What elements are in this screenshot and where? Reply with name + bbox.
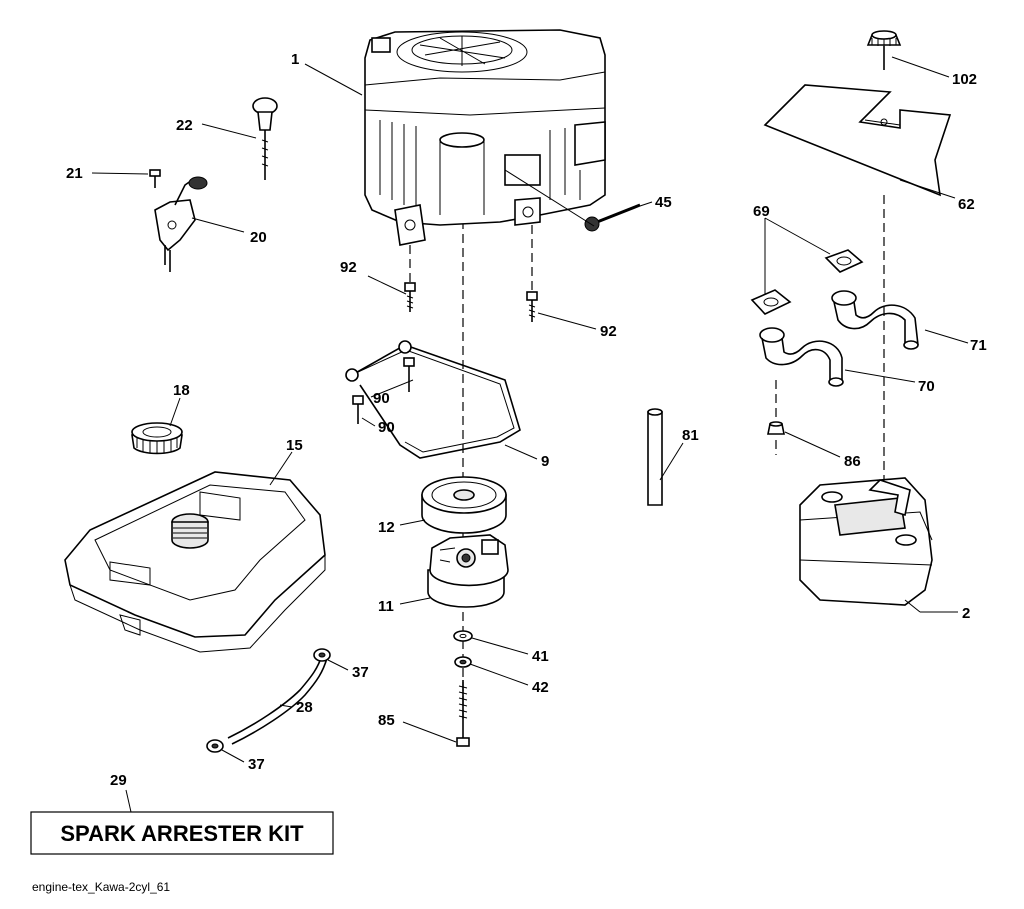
gasket-part-69b (750, 289, 792, 315)
diagram-filename: engine-tex_Kawa-2cyl_61 (32, 880, 170, 894)
callout-29: 29 (110, 772, 127, 789)
callout-12: 12 (378, 519, 395, 536)
callout-15: 15 (286, 437, 303, 454)
nut-part-86 (767, 421, 785, 435)
leader-lines (91, 56, 969, 813)
gasket-part-69a (824, 249, 864, 273)
bolt-part-92a (404, 282, 416, 312)
callout-20: 20 (250, 229, 267, 246)
callout-21: 21 (66, 165, 83, 182)
assembly-centerlines (409, 195, 885, 720)
knob-part-102 (866, 30, 902, 70)
callout-2: 2 (962, 605, 970, 622)
callout-92-right: 92 (600, 323, 617, 340)
callout-70: 70 (918, 378, 935, 395)
clamp-part-37a (313, 648, 331, 662)
washer-part-42 (454, 656, 472, 668)
fuel-tank-part-15 (64, 471, 326, 653)
washer-part-41 (453, 630, 473, 642)
bolt-part-90a (403, 357, 415, 392)
callout-92-left: 92 (340, 259, 357, 276)
muffler-part-2 (799, 477, 933, 606)
spark-arrester-kit-label: SPARK ARRESTER KIT (60, 821, 304, 846)
callout-86: 86 (844, 453, 861, 470)
callout-42: 42 (532, 679, 549, 696)
callout-1: 1 (291, 51, 299, 68)
bolt-part-92b (526, 291, 538, 322)
engine-part (364, 29, 606, 246)
pulley-part-12 (421, 476, 507, 534)
throttle-control-part-20 (154, 176, 208, 272)
stud-part-45 (584, 203, 641, 232)
spark-arrester-kit-box: SPARK ARRESTER KIT (30, 811, 334, 855)
callout-41: 41 (532, 648, 549, 665)
callout-62: 62 (958, 196, 975, 213)
callout-labels: 1 2 9 11 12 15 18 20 21 22 28 29 37 37 4… (66, 51, 987, 789)
callout-22: 22 (176, 117, 193, 134)
callout-28: 28 (296, 699, 313, 716)
bolt-part-90b (352, 395, 364, 424)
dipstick-part-22 (252, 97, 278, 180)
screw-part-21 (149, 169, 161, 188)
callout-90-top: 90 (373, 390, 390, 407)
callout-69: 69 (753, 203, 770, 220)
callout-18: 18 (173, 382, 190, 399)
callout-45: 45 (655, 194, 672, 211)
callout-37-top: 37 (352, 664, 369, 681)
exhaust-pipe-part-70 (759, 327, 844, 387)
shield-plate-part-62 (763, 84, 952, 197)
exhaust-pipe-part-71 (831, 290, 919, 350)
callout-9: 9 (541, 453, 549, 470)
callout-71: 71 (970, 337, 987, 354)
callout-85: 85 (378, 712, 395, 729)
callout-102: 102 (952, 71, 977, 88)
callout-90-bottom: 90 (378, 419, 395, 436)
fuel-hose-part-28 (227, 654, 328, 745)
bolt-part-85 (456, 680, 470, 747)
callout-81: 81 (682, 427, 699, 444)
rod-part-81 (647, 408, 663, 506)
clutch-part-11 (427, 534, 509, 608)
bracket-part-9 (345, 340, 521, 459)
callout-11: 11 (378, 598, 394, 615)
clamp-part-37b (206, 739, 224, 753)
fuel-cap-part-18 (131, 422, 183, 455)
callout-37-bottom: 37 (248, 756, 265, 773)
